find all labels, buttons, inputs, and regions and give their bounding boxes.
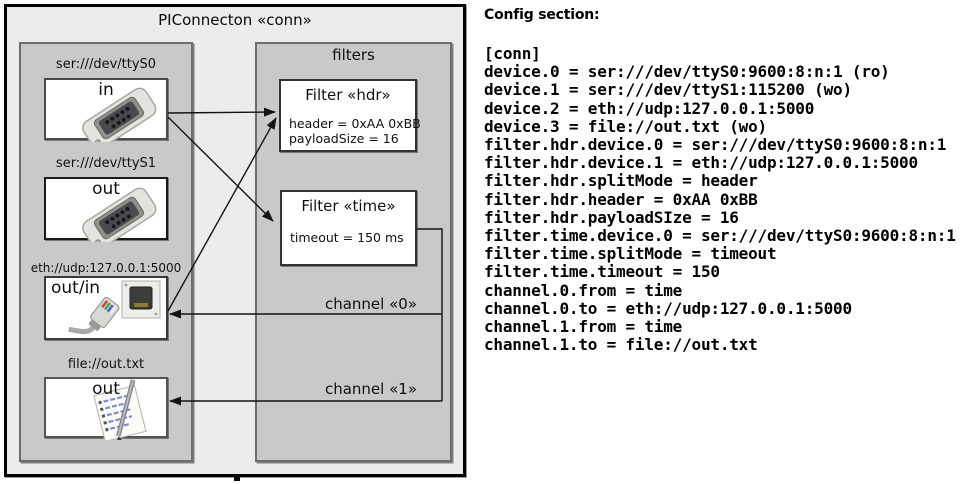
config-heading: Config section: [484,7,600,23]
filter-hdr-box: Filter «hdr» header = 0xAA 0xBB payloadS… [279,79,421,152]
device-ser0-mode: in [98,80,114,100]
device-ser1-url: ser:///dev/ttyS1 [55,156,157,171]
device-ser1-mode: out [92,179,120,199]
device-ser0-box: in [44,78,168,142]
serial-connector-icon [82,187,157,242]
filter-time-box: Filter «time» timeout = 150 ms [280,190,417,266]
filter-time-title: Filter «time» [301,197,396,215]
piconnector-diagram: PIConnecton «conn» filters ser:///dev/tt… [4,4,466,477]
ethernet-jack-icon [68,280,161,335]
device-file-url: file://out.txt [67,357,145,372]
filter-hdr-param-payloadsize: payloadSize = 16 [289,131,399,146]
filters-panel-label: filters [332,46,375,64]
bottom-border-notch [234,474,240,481]
device-ser1-box: out [44,177,168,242]
device-eth-mode: out/in [51,278,101,298]
diagram-title: PIConnecton «conn» [158,11,312,29]
filter-hdr-param-header: header = 0xAA 0xBB [289,116,421,131]
device-file-mode: out [92,379,120,399]
filter-time-param-timeout: timeout = 150 ms [290,230,404,245]
serial-connector-icon [82,87,157,142]
channel-0-label: channel «0» [324,295,417,313]
device-eth-box: out/in [44,276,168,340]
device-ser0-url: ser:///dev/ttyS0 [55,57,157,72]
filter-hdr-title: Filter «hdr» [305,86,391,104]
notepad-pen-icon [93,379,147,440]
device-eth-url: eth://udp:127.0.0.1:5000 [30,261,182,275]
config-text: [conn] device.0 = ser:///dev/ttyS0:9600:… [484,44,956,355]
device-file-box: out [44,377,168,440]
channel-1-label: channel «1» [324,380,417,398]
